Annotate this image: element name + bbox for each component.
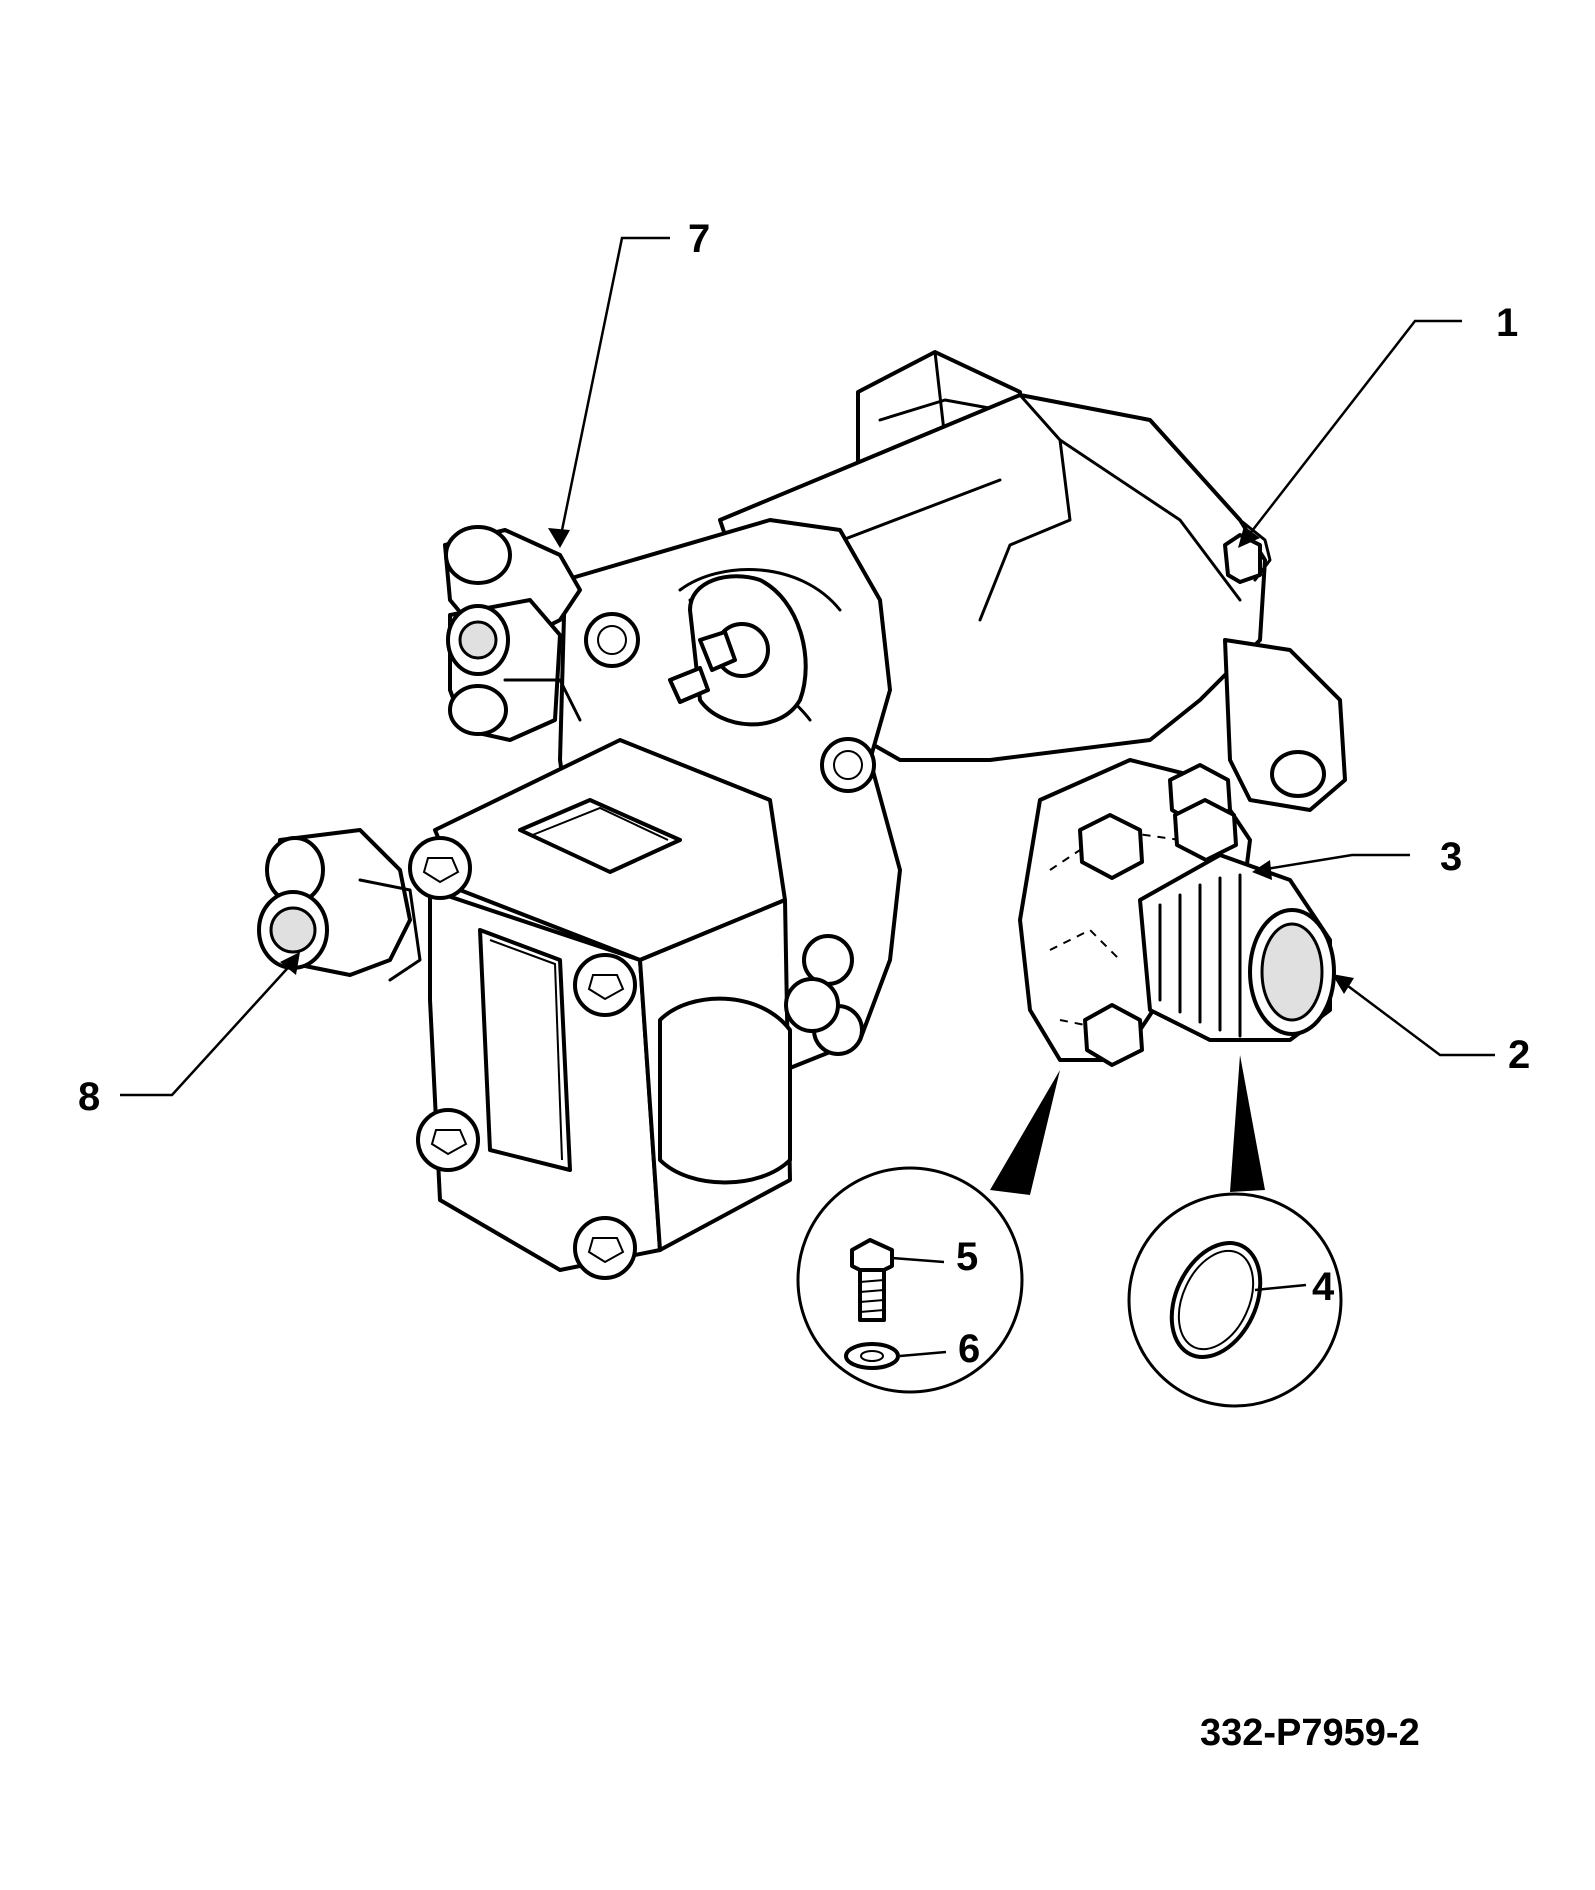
callout-3: 3	[1440, 835, 1462, 879]
callout-5: 5	[956, 1235, 978, 1279]
detail-circle-bolt-washer	[796, 1070, 1060, 1394]
callout-8: 8	[78, 1075, 100, 1119]
drawing-number: 332-P7959-2	[1200, 1712, 1420, 1754]
detail-circle-o-ring	[1127, 1055, 1343, 1408]
auxiliary-pump-section	[408, 738, 840, 1280]
callout-6: 6	[958, 1327, 980, 1371]
threaded-port-2	[1138, 853, 1336, 1042]
fitting-8	[257, 828, 422, 982]
fitting-7	[443, 525, 582, 742]
callout-7: 7	[688, 217, 710, 261]
callout-1: 1	[1496, 301, 1518, 345]
callout-2: 2	[1508, 1033, 1530, 1077]
callout-4: 4	[1312, 1265, 1335, 1309]
leader-lines	[120, 236, 1495, 1358]
